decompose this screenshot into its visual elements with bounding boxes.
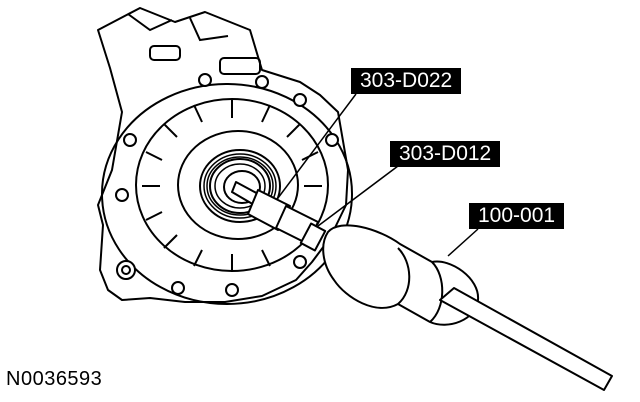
radial-ribs — [142, 99, 322, 272]
seal-outer — [199, 149, 281, 223]
tool-100-001 — [322, 224, 480, 326]
callout-303-d012: 303-D012 — [390, 141, 501, 167]
figure-id: N0036593 — [6, 368, 103, 390]
leader-lines — [277, 93, 479, 257]
seal-inner — [209, 158, 271, 214]
shaft-bore — [223, 170, 261, 204]
transmission-case-outline — [97, 7, 349, 303]
callout-100-001: 100-001 — [469, 203, 565, 229]
tool-assembly — [231, 181, 613, 391]
seal-hatching — [203, 153, 277, 219]
callout-303-d022: 303-D022 — [351, 68, 462, 94]
case-top-detail — [127, 13, 261, 75]
bolt-holes — [115, 73, 339, 297]
hub-ring — [177, 130, 299, 240]
